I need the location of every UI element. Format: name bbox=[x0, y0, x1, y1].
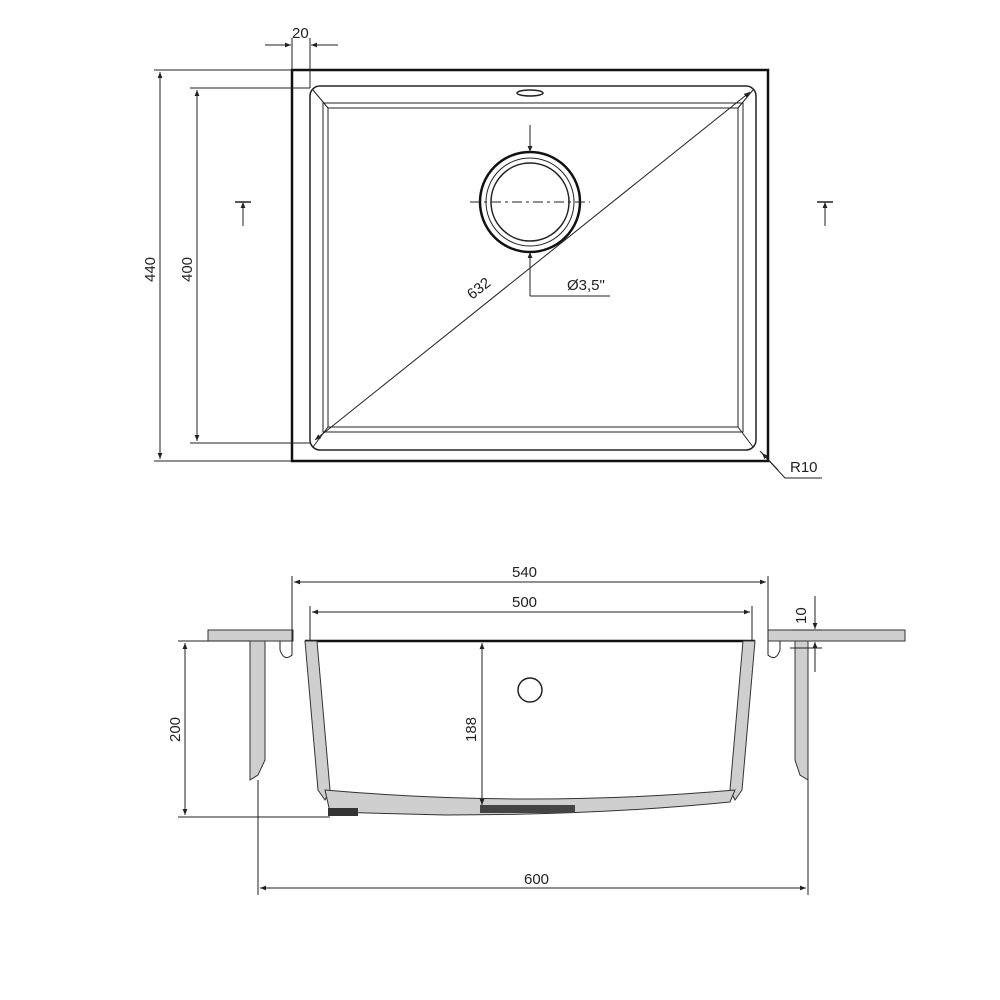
rim-clip-left bbox=[279, 641, 293, 659]
outer-width-label: 540 bbox=[512, 564, 537, 581]
drain-hole bbox=[470, 125, 610, 297]
bowl-corner-lines bbox=[312, 89, 754, 448]
depth-dimension-label: 440 bbox=[142, 257, 159, 282]
diagonal-dimension-line bbox=[314, 91, 751, 441]
section-marker-right bbox=[817, 201, 833, 226]
overflow-hole bbox=[517, 677, 543, 703]
countertop-thickness-label: 10 bbox=[793, 607, 810, 624]
rim-width-label: 20 bbox=[292, 25, 309, 42]
rim-clip-right bbox=[767, 641, 781, 659]
bowl-floor bbox=[327, 107, 739, 428]
bowl-height-label: 188 bbox=[463, 717, 480, 742]
overflow-slot bbox=[516, 89, 544, 97]
top-view: 632 Ø3,5" R10 440 400 20 bbox=[142, 25, 833, 479]
radius-dimension-label: R10 bbox=[790, 459, 818, 476]
cabinet-wall-right bbox=[794, 640, 809, 781]
section-marker-left bbox=[235, 201, 251, 226]
drain-outlet bbox=[480, 805, 575, 813]
countertop-left bbox=[207, 629, 294, 642]
bowl-bottom bbox=[324, 789, 736, 816]
bowl-rim bbox=[309, 85, 757, 451]
drain-dimension-label: Ø3,5" bbox=[567, 277, 605, 294]
total-height-label: 200 bbox=[167, 717, 184, 742]
countertop-right bbox=[767, 629, 906, 642]
cabinet-wall-left bbox=[249, 640, 266, 781]
section-view: 540 500 10 200 188 600 bbox=[167, 564, 906, 895]
bowl-wall-right bbox=[729, 640, 756, 801]
diagonal-dimension-label: 632 bbox=[464, 274, 494, 303]
bowl-depth-dimension-label: 400 bbox=[179, 257, 196, 282]
bowl-width-label: 500 bbox=[512, 594, 537, 611]
bowl-wall-left bbox=[304, 640, 331, 801]
sink-outer-outline bbox=[290, 68, 770, 463]
bottom-foot bbox=[328, 808, 358, 816]
cabinet-width-label: 600 bbox=[524, 871, 549, 888]
